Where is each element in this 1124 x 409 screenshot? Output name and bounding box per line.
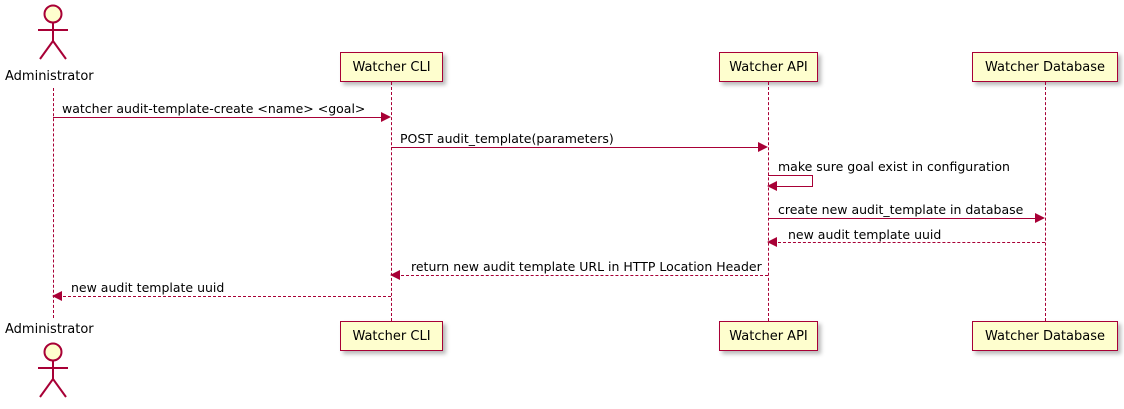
message-7-label: new audit template uuid — [71, 280, 225, 295]
lifeline-watcher-database — [1045, 82, 1046, 321]
participant-watcher-cli-top-label: Watcher CLI — [352, 59, 431, 75]
participant-watcher-database-top[interactable]: Watcher Database — [972, 52, 1118, 82]
participant-watcher-database-top-label: Watcher Database — [985, 59, 1105, 75]
message-5-line — [778, 242, 1045, 243]
participant-watcher-api-top[interactable]: Watcher API — [719, 52, 818, 82]
message-7-line — [63, 296, 391, 297]
message-2-line — [391, 147, 759, 148]
message-5-arrowhead-icon — [767, 237, 777, 247]
participant-watcher-database-bottom[interactable]: Watcher Database — [972, 321, 1118, 351]
message-6-arrowhead-icon — [390, 270, 400, 280]
actor-administrator-bottom-icon — [31, 341, 75, 401]
message-4-line — [768, 218, 1036, 219]
participant-watcher-api-top-label: Watcher API — [729, 59, 808, 75]
lifeline-administrator — [53, 88, 54, 318]
participant-watcher-api-bottom[interactable]: Watcher API — [719, 321, 818, 351]
message-3-self-right-line — [812, 175, 813, 186]
message-3-arrowhead-icon — [767, 181, 777, 191]
message-2-label: POST audit_template(parameters) — [400, 131, 614, 146]
participant-watcher-cli-top[interactable]: Watcher CLI — [340, 52, 443, 82]
participant-watcher-database-bottom-label: Watcher Database — [985, 328, 1105, 344]
message-1-arrowhead-icon — [381, 112, 391, 122]
message-2-arrowhead-icon — [758, 142, 768, 152]
message-4-label: create new audit_template in database — [778, 202, 1024, 217]
participant-watcher-cli-bottom[interactable]: Watcher CLI — [340, 321, 443, 351]
message-5-label: new audit template uuid — [788, 227, 942, 242]
message-3-label: make sure goal exist in configuration — [778, 159, 1010, 174]
message-4-arrowhead-icon — [1035, 213, 1045, 223]
message-7-arrowhead-icon — [52, 291, 62, 301]
lifeline-watcher-cli — [391, 82, 392, 321]
message-1-line — [53, 117, 382, 118]
message-1-label: watcher audit-template-create <name> <go… — [62, 101, 366, 116]
lifeline-watcher-api — [768, 82, 769, 321]
message-3-self-top-line — [768, 175, 813, 176]
participant-watcher-api-bottom-label: Watcher API — [729, 328, 808, 344]
message-3-self-bottom-line — [777, 186, 813, 187]
message-6-label: return new audit template URL in HTTP Lo… — [411, 259, 762, 274]
actor-administrator-bottom-label: Administrator — [5, 322, 94, 337]
message-6-line — [401, 275, 768, 276]
actor-administrator-top-label: Administrator — [5, 69, 94, 84]
actor-administrator-top-icon — [31, 3, 75, 63]
participant-watcher-cli-bottom-label: Watcher CLI — [352, 328, 431, 344]
